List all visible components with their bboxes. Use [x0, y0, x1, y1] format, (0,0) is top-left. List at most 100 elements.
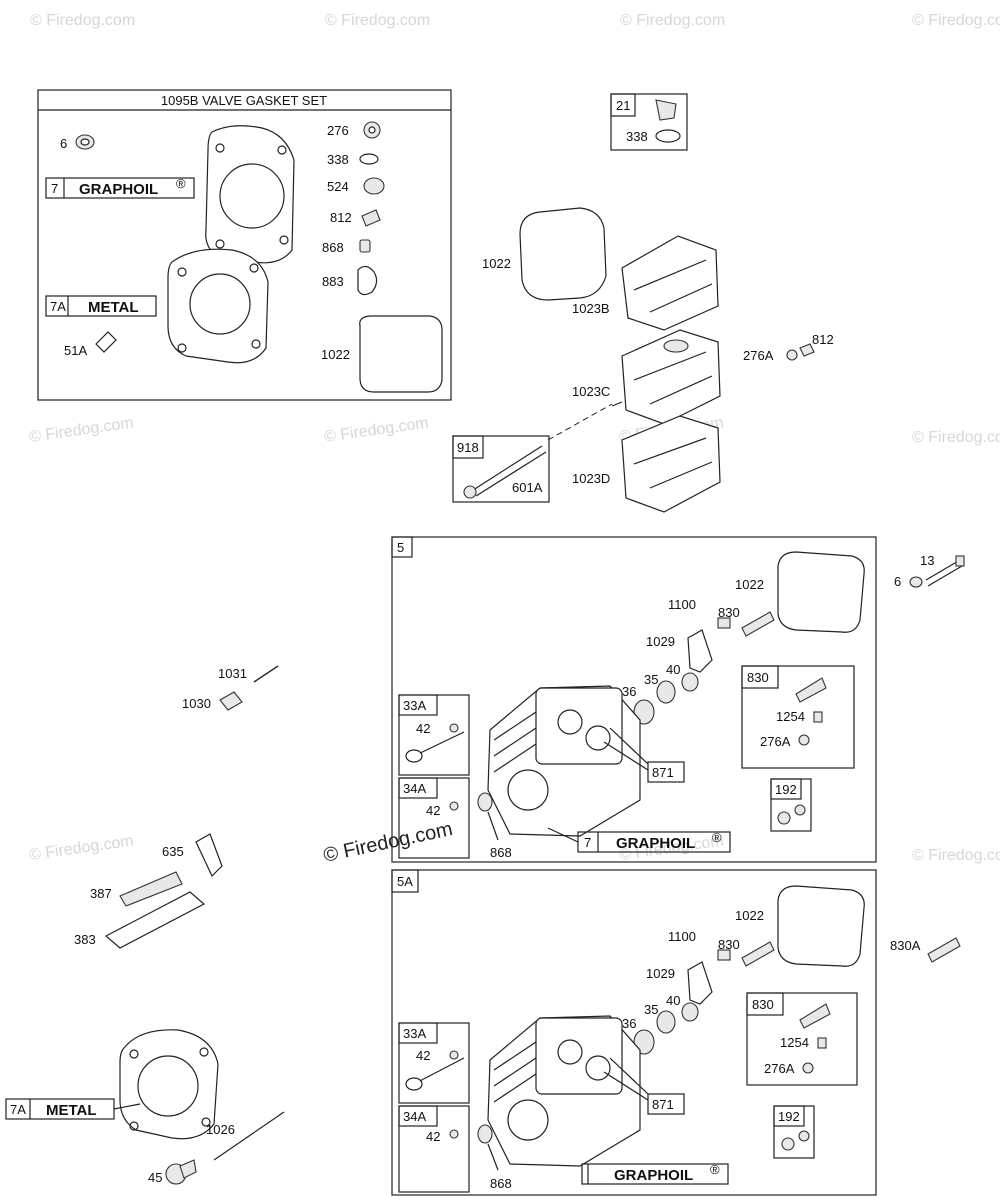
part-label: 36: [622, 1016, 636, 1031]
valve-cover-icon: [621, 415, 721, 513]
cylinder-head-assembly-5: 5 1022 1100 830 1029 35 40 36 830 1254 2…: [391, 536, 877, 863]
part-label: 1100: [668, 929, 696, 944]
graphoil-text: GRAPHOIL: [79, 181, 158, 198]
part-label: 1254: [776, 709, 805, 724]
part-label: 276: [327, 123, 349, 138]
part-label: 21: [616, 98, 630, 113]
part-label: 871: [652, 1097, 674, 1112]
part-label: 524: [327, 179, 349, 194]
watermark-text: © Firedog.com: [28, 414, 134, 445]
part-label: 35: [644, 1002, 658, 1017]
part-label: 1022: [735, 577, 764, 592]
part-label: 1031: [218, 666, 247, 681]
watermark-text: © Firedog.com: [912, 847, 1000, 864]
deflector-icon: [95, 331, 117, 353]
graphoil-label-box: [45, 177, 195, 199]
part-label: 1029: [646, 966, 675, 981]
part-label: 338: [327, 152, 349, 167]
part-label: 51A: [64, 343, 87, 358]
part-label: 192: [775, 782, 797, 797]
part-label: 40: [666, 993, 680, 1008]
head-gasket-icon: [167, 248, 269, 364]
part-label: 1026: [206, 1122, 235, 1137]
part-label: 918: [457, 440, 479, 455]
valve-cover-icon: [621, 235, 719, 331]
part-label: 1030: [182, 696, 211, 711]
part-label: 830A: [890, 938, 921, 953]
part-label: 42: [426, 803, 440, 818]
part-label: 868: [490, 1176, 512, 1191]
part-label: 276A: [760, 734, 791, 749]
part-label: 33A: [403, 698, 426, 713]
part-label: 1022: [482, 256, 511, 271]
part-label: 42: [416, 721, 430, 736]
part-label: 868: [322, 240, 344, 255]
spark-plug-icon: [119, 871, 183, 907]
part-label: 383: [74, 932, 96, 947]
gasket-set-frame: [37, 89, 452, 401]
part-label: 1023B: [572, 301, 610, 316]
part-label: 338: [626, 129, 648, 144]
head-gasket-icon: [205, 125, 295, 264]
part-label: 1023D: [572, 471, 610, 486]
part-label: 830: [752, 997, 774, 1012]
part-label: 1029: [646, 634, 675, 649]
part-label: 1022: [735, 908, 764, 923]
part-label: 33A: [403, 1026, 426, 1041]
watermark-center: © Firedog.com: [321, 818, 454, 867]
part-label: 5A: [397, 874, 413, 889]
part-label: 6: [60, 136, 67, 151]
part-label: 1023C: [572, 384, 610, 399]
metal-text: METAL: [46, 1102, 97, 1119]
part-label: 1022: [321, 347, 350, 362]
part-label: 13: [920, 553, 934, 568]
watermark-text: © Firedog.com: [30, 12, 135, 29]
watermark-text: © Firedog.com: [912, 429, 1000, 446]
part-label: 635: [162, 844, 184, 859]
watermark-text: © Firedog.com: [912, 12, 1000, 29]
part-label: 36: [622, 684, 636, 699]
part-label: 5: [397, 540, 404, 555]
watermark-text: © Firedog.com: [28, 832, 134, 863]
part-label: 1100: [668, 597, 696, 612]
part-label: 7A: [50, 299, 66, 314]
part-label: 871: [652, 765, 674, 780]
head-gasket-icon: [119, 1029, 219, 1140]
part-label: 40: [666, 662, 680, 677]
part-label: 601A: [512, 480, 543, 495]
cylinder-head-assembly-5a: 5A 1022 1100 830 1029 35 40 36 830 1254 …: [391, 869, 877, 1196]
watermark-text: © Firedog.com: [323, 414, 429, 445]
part-label: 45: [148, 1170, 162, 1185]
tool-icon: [104, 891, 206, 949]
screw-830a: 830A: [890, 937, 961, 963]
part-label: 42: [426, 1129, 440, 1144]
part-label: 812: [330, 210, 352, 225]
part-label: 830: [747, 670, 769, 685]
part-label: 42: [416, 1048, 430, 1063]
part-label: 868: [490, 845, 512, 860]
part-label: 830: [718, 605, 740, 620]
registered-mark: ®: [176, 176, 186, 191]
registered-mark: ®: [710, 1162, 720, 1177]
part-label: 35: [644, 672, 658, 687]
spark-plug-boot-icon: [195, 833, 223, 878]
part-label: 1254: [780, 1035, 809, 1050]
metal-label-box: [45, 295, 157, 317]
part-label: 830: [718, 937, 740, 952]
watermark-text: © Firedog.com: [325, 12, 430, 29]
watermark-text: © Firedog.com: [620, 12, 725, 29]
valve-covers: 1022 1023B 812 276A 1023C 1023D 918 601A: [452, 207, 834, 513]
part-label: 812: [812, 332, 834, 347]
part-label: 387: [90, 886, 112, 901]
valve-gasket-set: 1095B VALVE GASKET SET 6 7 GRAPHOIL ® 7A…: [37, 89, 452, 401]
left-loose-parts: 1031 1030 635 387 383 7A METAL 1026 45: [5, 665, 285, 1185]
part-label: 192: [778, 1109, 800, 1124]
part-label: 34A: [403, 781, 426, 796]
gasket-set-title: 1095B VALVE GASKET SET: [161, 93, 327, 108]
part-label: 6: [894, 574, 901, 589]
graphoil-text: GRAPHOIL: [616, 835, 695, 852]
part-label: 7A: [10, 1102, 26, 1117]
graphoil-text: GRAPHOIL: [614, 1167, 693, 1184]
part-label: 7: [51, 181, 58, 196]
